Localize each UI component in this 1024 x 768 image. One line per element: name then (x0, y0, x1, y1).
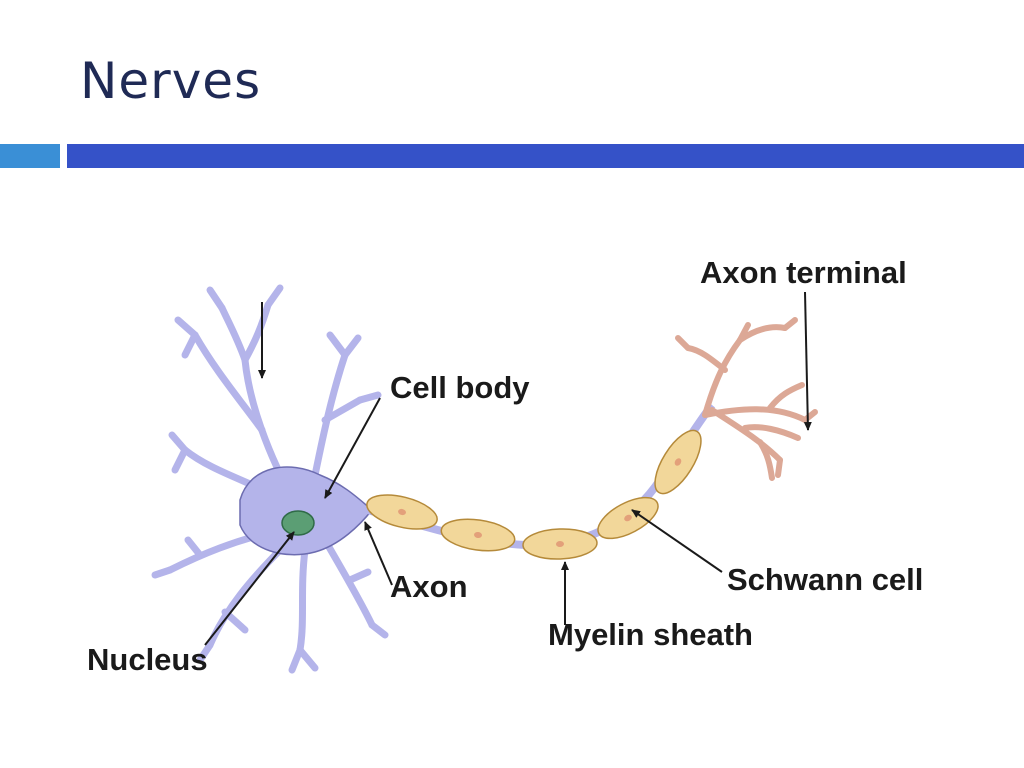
cell-body (239, 466, 374, 556)
nucleus-shape (281, 510, 315, 536)
title-accent-bar-small (0, 144, 60, 168)
label-myelin-sheath: Myelin sheath (548, 617, 753, 652)
axon-terminal-branches (675, 317, 818, 481)
label-axon: Axon (390, 569, 468, 604)
label-cell-body: Cell body (390, 370, 530, 405)
label-nucleus: Nucleus (87, 642, 208, 677)
title-accent-bar-wide (67, 144, 1024, 168)
label-axon-terminal: Axon terminal (700, 255, 907, 290)
label-leaders (204, 291, 812, 646)
label-schwann-cell: Schwann cell (727, 562, 923, 597)
neuron-dendrites (151, 284, 389, 674)
myelin-segments (366, 429, 702, 560)
neuron-diagram: Axon terminal Cell body Axon Schwann cel… (87, 255, 923, 677)
slide-title: Nerves (80, 52, 262, 110)
